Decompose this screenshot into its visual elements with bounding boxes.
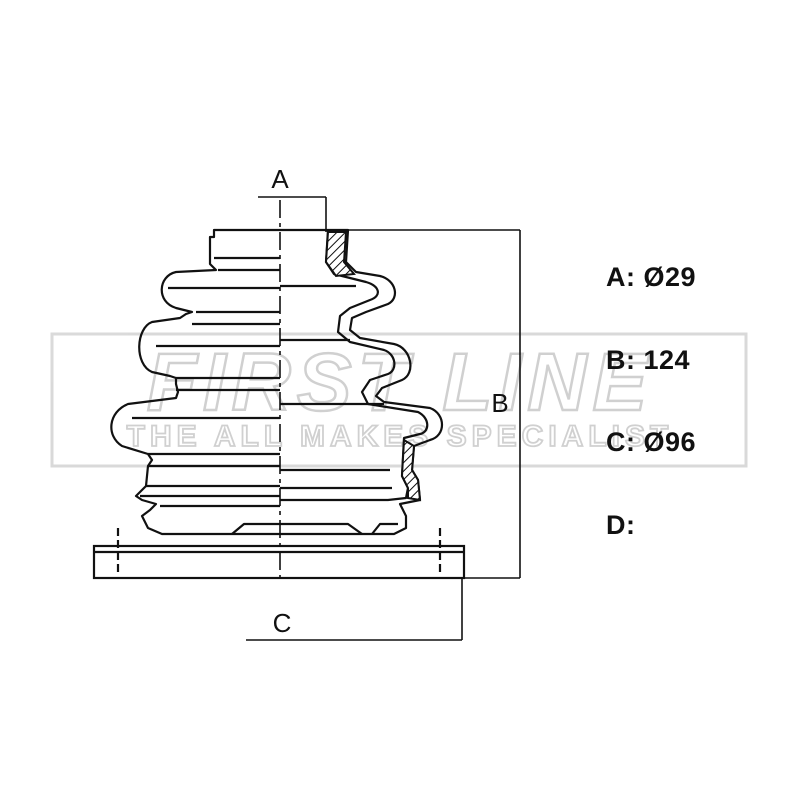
watermark-frame bbox=[50, 332, 748, 468]
watermark: FIRST LINE THE ALL MAKES SPECIALIST bbox=[50, 332, 748, 468]
dimension-c-label: C bbox=[273, 608, 292, 638]
section-hatching bbox=[324, 231, 422, 502]
watermark-brand: FIRST LINE bbox=[147, 337, 653, 428]
dimension-b-label: B bbox=[491, 388, 508, 418]
watermark-tagline: THE ALL MAKES SPECIALIST bbox=[127, 420, 674, 453]
boot-outline bbox=[110, 228, 444, 536]
base-flange bbox=[92, 528, 466, 580]
spec-c-value: C: Ø96 bbox=[606, 427, 697, 457]
dimension-a-label: A bbox=[271, 164, 289, 194]
dimension-lines bbox=[246, 196, 521, 641]
spec-d-value: D: bbox=[606, 510, 636, 540]
spec-b-value: B: 124 bbox=[606, 345, 691, 375]
spec-a-value: A: Ø29 bbox=[606, 262, 697, 292]
